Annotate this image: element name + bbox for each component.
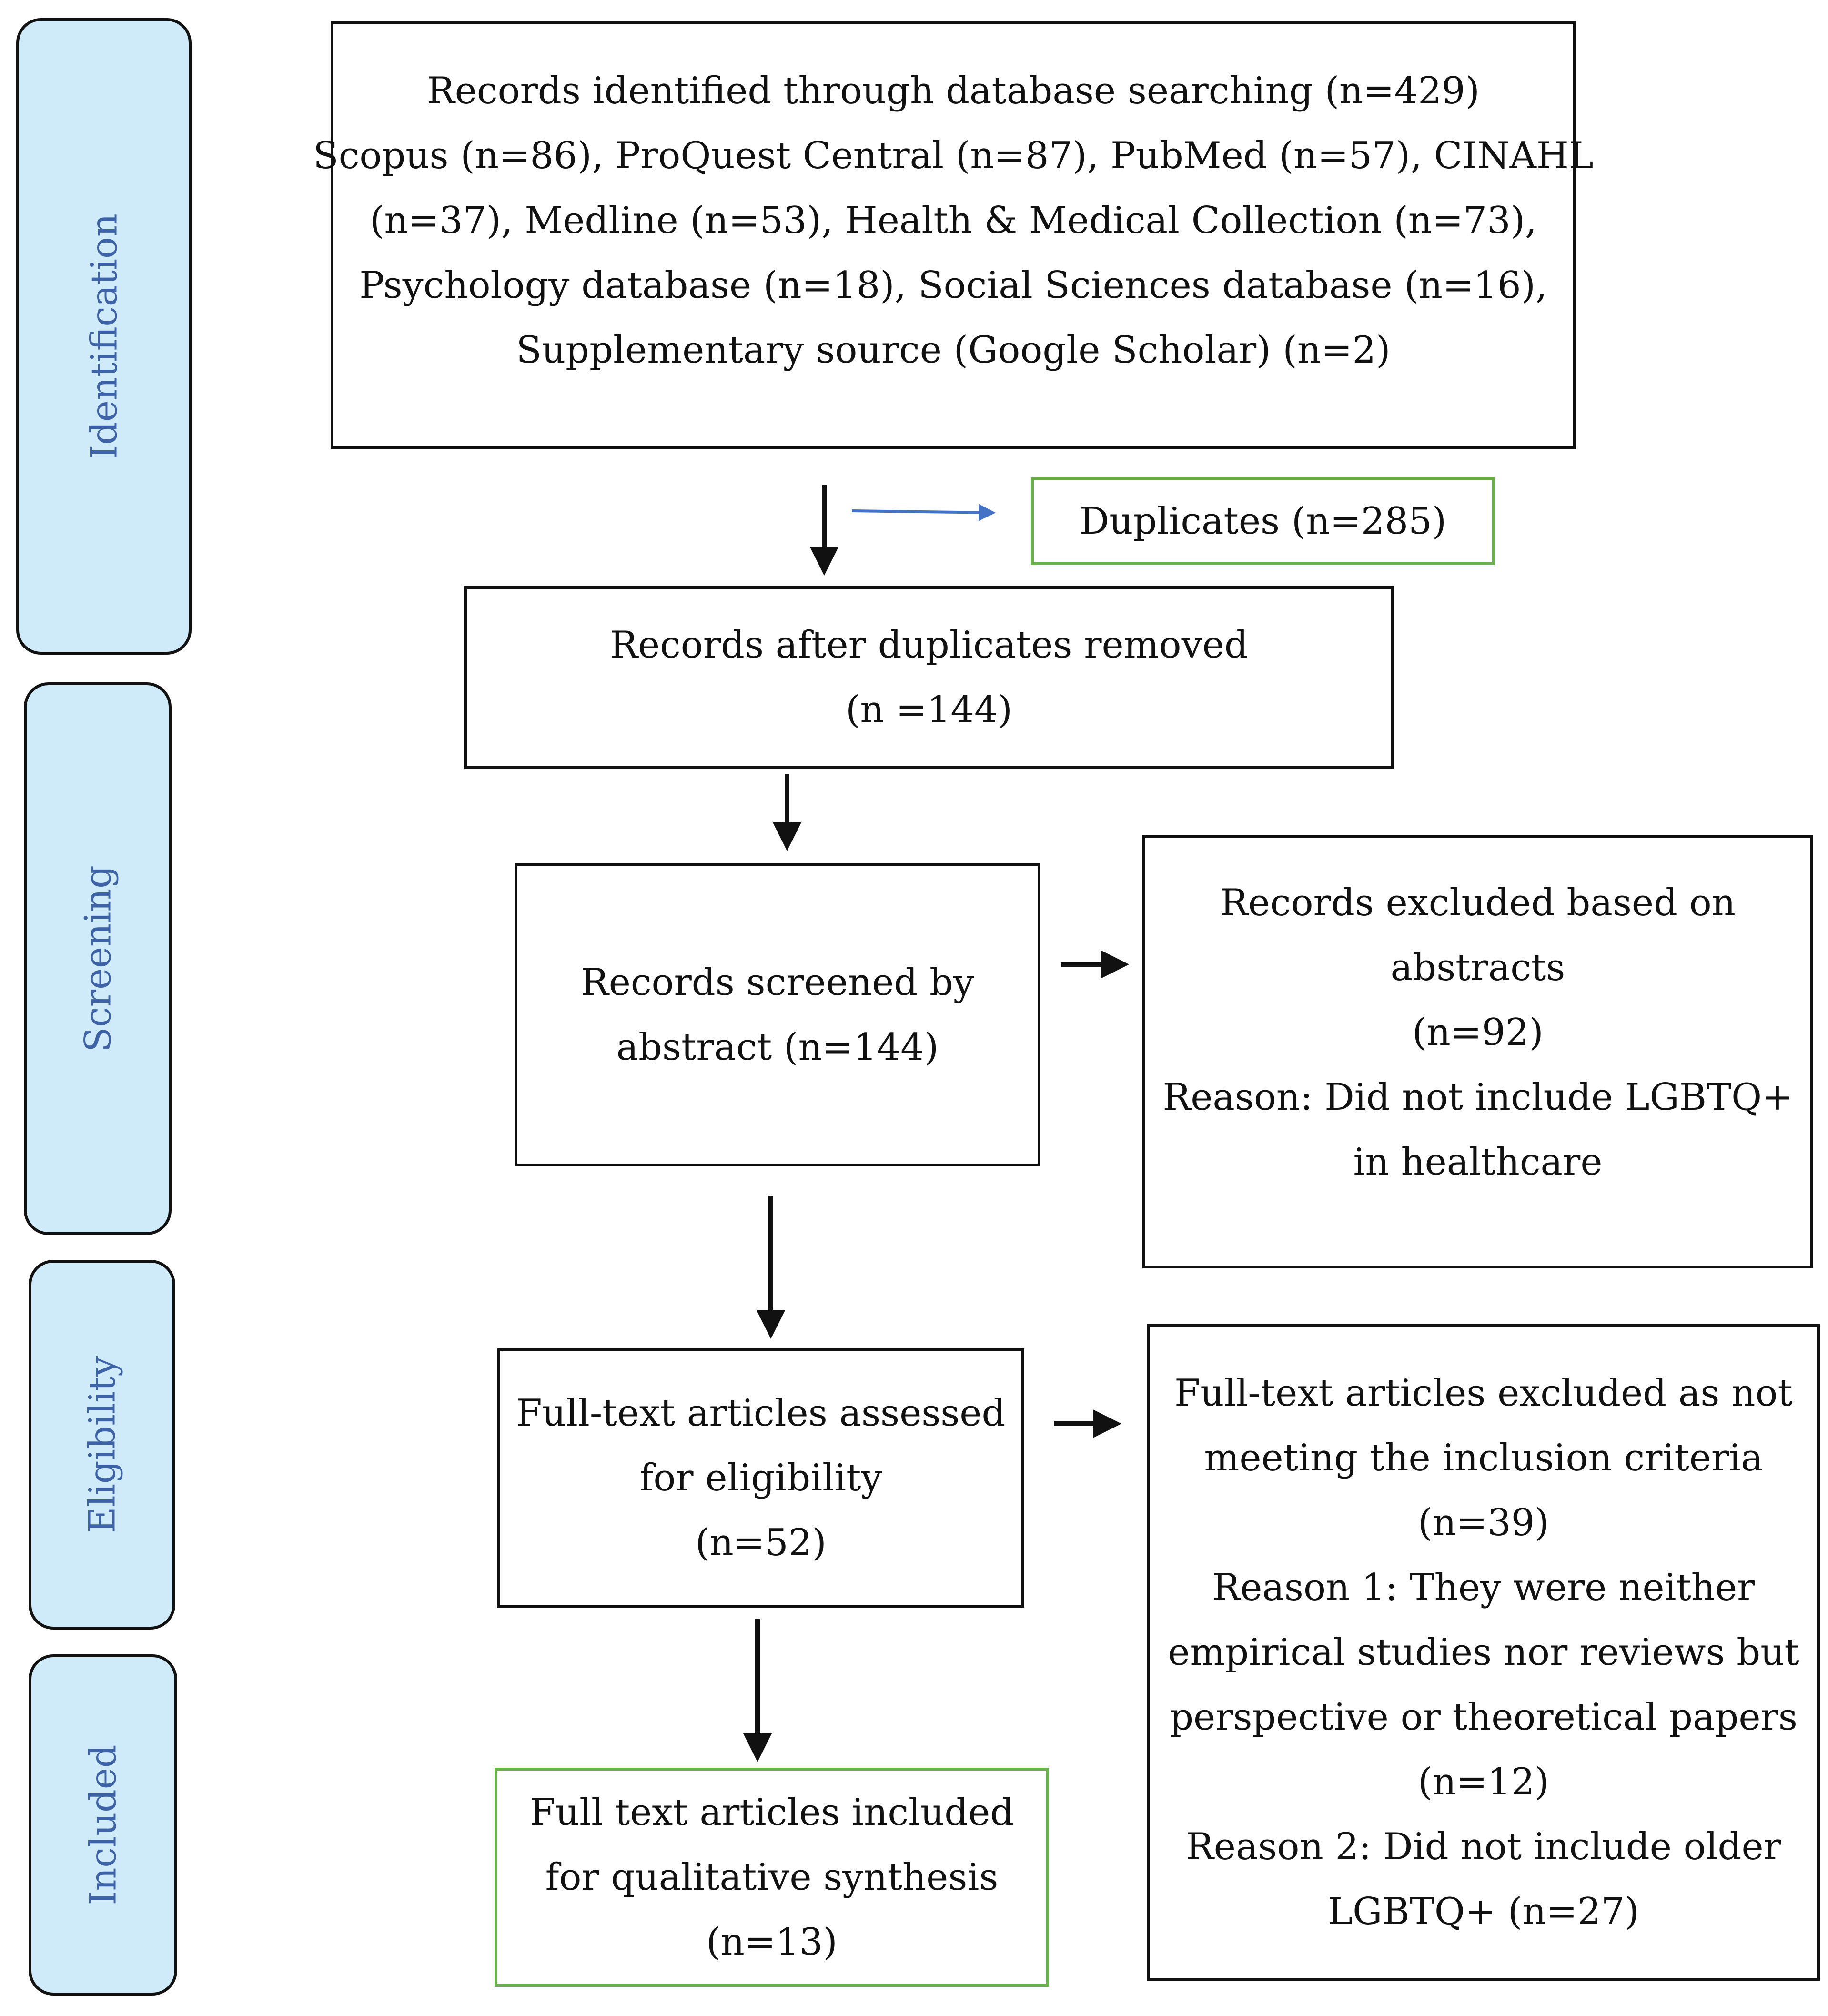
records-screened-line: abstract (n=144) bbox=[616, 1026, 939, 1069]
included-text: Full text articles included for qualitat… bbox=[530, 1780, 1014, 1975]
duplicates-text: Duplicates (n=285) bbox=[1080, 489, 1446, 554]
records-identified-line: Supplementary source (Google Scholar) (n… bbox=[516, 329, 1391, 372]
fulltext-assessed-text: Full-text articles assessed for eligibil… bbox=[516, 1381, 1006, 1575]
fulltext-excluded-line: Reason 2: Did not include older bbox=[1186, 1825, 1781, 1868]
records-excluded-box: Records excluded based on abstracts (n=9… bbox=[1142, 835, 1813, 1268]
records-screened-line: Records screened by bbox=[580, 961, 974, 1004]
records-identified-line: Records identified through database sear… bbox=[427, 70, 1480, 112]
records-identified-line: Scopus (n=86), ProQuest Central (n=87), … bbox=[313, 134, 1594, 177]
phase-screening: Screening bbox=[24, 682, 172, 1235]
fulltext-excluded-line: Reason 1: They were neither bbox=[1212, 1566, 1755, 1609]
included-line: for qualitative synthesis bbox=[545, 1856, 999, 1899]
fulltext-excluded-line: (n=12) bbox=[1418, 1761, 1549, 1803]
phase-included: Included bbox=[29, 1654, 177, 1996]
records-identified-box: Records identified through database sear… bbox=[313, 21, 1594, 449]
records-excluded-line: in healthcare bbox=[1353, 1141, 1603, 1184]
fulltext-excluded-line: meeting the inclusion criteria bbox=[1204, 1437, 1763, 1479]
fulltext-assessed-box: Full-text articles assessed for eligibil… bbox=[497, 1348, 1024, 1608]
records-after-duplicates-line: Records after duplicates removed bbox=[610, 624, 1248, 667]
fulltext-excluded-line: Full-text articles excluded as not bbox=[1174, 1372, 1793, 1415]
records-screened-box: Records screened by abstract (n=144) bbox=[515, 863, 1040, 1166]
fulltext-assessed-line: Full-text articles assessed bbox=[516, 1392, 1006, 1435]
fulltext-excluded-box: Full-text articles excluded as not meeti… bbox=[1147, 1324, 1820, 1981]
included-line: (n=13) bbox=[706, 1921, 838, 1964]
fulltext-assessed-line: for eligibility bbox=[639, 1457, 882, 1499]
included-box: Full text articles included for qualitat… bbox=[495, 1768, 1049, 1987]
duplicates-box: Duplicates (n=285) bbox=[1031, 477, 1495, 565]
records-excluded-line: abstracts bbox=[1390, 946, 1565, 989]
records-identified-line: Psychology database (n=18), Social Scien… bbox=[359, 264, 1547, 307]
records-after-duplicates-line: (n =144) bbox=[845, 689, 1013, 731]
fulltext-excluded-line: perspective or theoretical papers bbox=[1170, 1696, 1798, 1739]
included-line: Full text articles included bbox=[529, 1791, 1014, 1834]
records-identified-line: (n=37), Medline (n=53), Health & Medical… bbox=[370, 199, 1537, 242]
duplicates-line: Duplicates (n=285) bbox=[1079, 500, 1447, 543]
fulltext-excluded-text: Full-text articles excluded as not meeti… bbox=[1168, 1361, 1799, 1944]
records-identified-text: Records identified through database sear… bbox=[313, 59, 1593, 383]
phase-eligibility: Eligibility bbox=[29, 1260, 175, 1630]
records-excluded-text: Records excluded based on abstracts (n=9… bbox=[1163, 871, 1793, 1195]
records-after-duplicates-box: Records after duplicates removed (n =144… bbox=[464, 586, 1394, 769]
fulltext-excluded-line: LGBTQ+ (n=27) bbox=[1328, 1890, 1639, 1933]
phase-identification: Identification bbox=[16, 18, 192, 655]
records-excluded-line: (n=92) bbox=[1412, 1011, 1544, 1054]
fulltext-assessed-line: (n=52) bbox=[695, 1521, 827, 1564]
records-excluded-line: Reason: Did not include LGBTQ+ bbox=[1162, 1076, 1793, 1119]
records-after-duplicates-text: Records after duplicates removed (n =144… bbox=[610, 613, 1248, 742]
records-screened-text: Records screened by abstract (n=144) bbox=[581, 950, 974, 1080]
fulltext-excluded-line: empirical studies nor reviews but bbox=[1168, 1631, 1799, 1674]
records-excluded-line: Records excluded based on bbox=[1220, 881, 1736, 924]
arrow-to-duplicates bbox=[851, 504, 996, 521]
fulltext-excluded-line: (n=39) bbox=[1418, 1501, 1549, 1544]
